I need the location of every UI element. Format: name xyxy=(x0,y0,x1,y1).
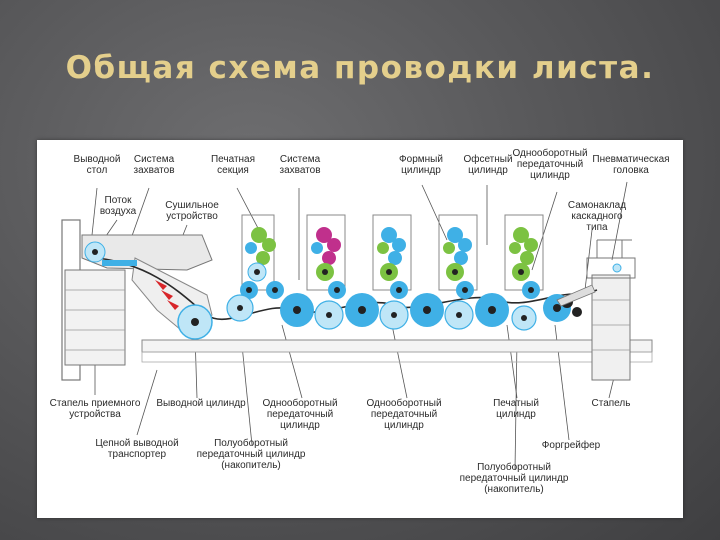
delivery-cylinder xyxy=(177,304,213,340)
label-cascade-feeder: Самонаклад каскадного типа xyxy=(567,200,627,233)
printing-unit-2 xyxy=(311,227,379,327)
press-schematic xyxy=(61,181,653,471)
label-delivery-table: Выводной стол xyxy=(73,154,121,176)
printing-unit-4 xyxy=(443,227,509,327)
label-single-rev-transfer-2: Однооборотный передаточный цилиндр xyxy=(366,398,442,431)
label-dryer: Сушильное устройство xyxy=(165,200,219,222)
label-delivery-pile: Стапель приемного устройства xyxy=(49,398,141,420)
label-chain-delivery: Цепной выводной транспортер xyxy=(95,438,179,460)
label-forgripper: Форгрейфер xyxy=(541,440,601,451)
transfer-cylinders xyxy=(226,294,582,331)
label-printing-section: Печатная секция xyxy=(210,154,256,176)
label-single-rev-transfer-1: Однооборотный передаточный цилиндр xyxy=(262,398,338,431)
label-delivery-cylinder: Выводной цилиндр xyxy=(156,398,246,409)
printing-unit-5 xyxy=(509,227,571,322)
label-air-flow: Поток воздуха xyxy=(99,195,137,217)
feeder-head xyxy=(556,263,622,307)
label-single-rev-transfer-top: Однооборотный передаточный цилиндр xyxy=(512,148,588,181)
printing-unit-1 xyxy=(240,227,314,327)
label-pneumatic-head: Пневматическая головка xyxy=(592,154,670,176)
air-flow xyxy=(84,241,137,266)
label-plate-cylinder: Формный цилиндр xyxy=(399,154,443,176)
dryer-arrows xyxy=(155,280,179,310)
label-gripper-system-1: Система захватов xyxy=(133,154,175,176)
leader-lines xyxy=(91,181,628,471)
label-impression-cylinder: Печатный цилиндр xyxy=(493,398,539,420)
label-feed-pile: Стапель xyxy=(591,398,631,409)
label-half-rev-transfer-2: Полуоборотный передаточный цилиндр (нако… xyxy=(459,462,569,495)
printing-press-diagram: Выводной стол Система захватов Печатная … xyxy=(37,140,683,518)
label-gripper-system-2: Система захватов xyxy=(279,154,321,176)
printing-unit-3 xyxy=(377,227,444,327)
label-offset-cylinder: Офсетный цилиндр xyxy=(463,154,513,176)
slide-title: Общая схема проводки листа. xyxy=(65,50,655,86)
label-half-rev-transfer-1: Полуоборотный передаточный цилиндр (нако… xyxy=(196,438,306,471)
